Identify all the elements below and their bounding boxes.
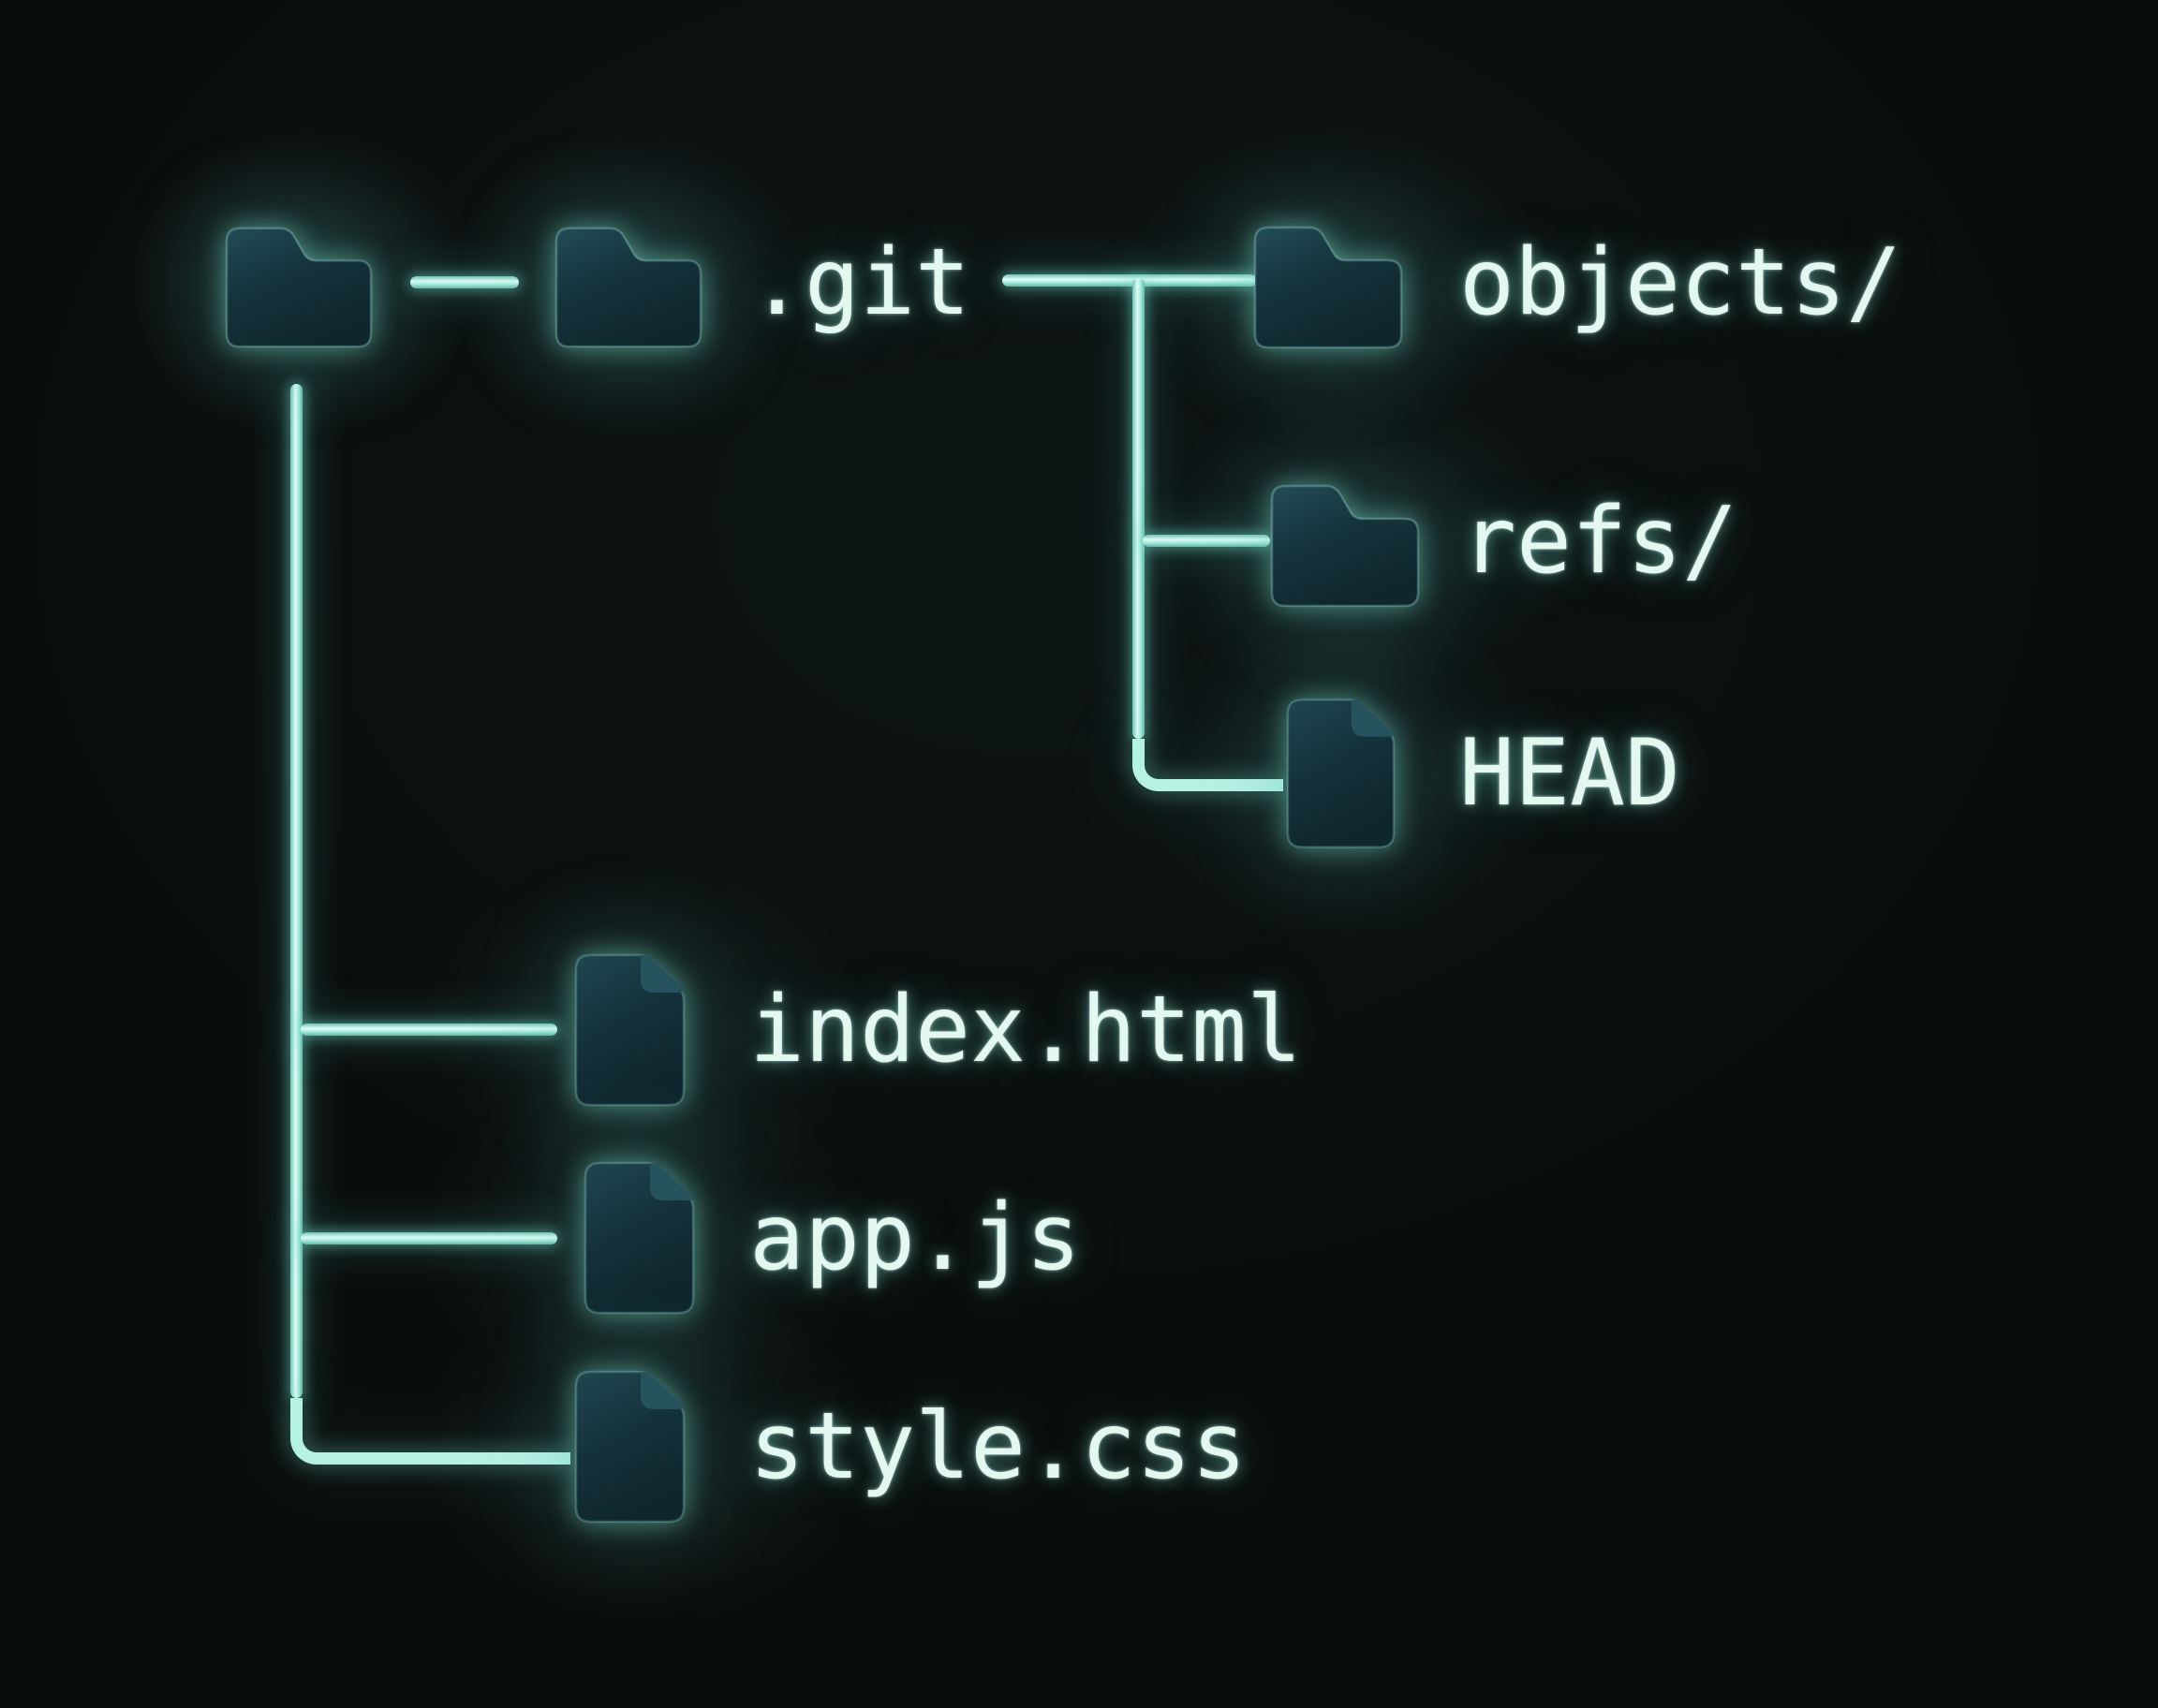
connector-root-to-git [410, 276, 519, 288]
connector-root-to-style-css-elbow [290, 1398, 570, 1465]
app-js-file-icon [583, 1160, 695, 1316]
refs-folder-label: refs/ [1461, 488, 1738, 595]
connector-root-to-app-js [301, 1232, 557, 1244]
objects-folder-label: objects/ [1459, 229, 1902, 336]
index-html-file-label: index.html [749, 977, 1303, 1083]
git-folder-label: .git [749, 229, 971, 336]
style-css-file-icon [573, 1369, 686, 1524]
connector-root-trunk-vertical [290, 384, 303, 1398]
objects-folder-icon [1253, 216, 1403, 349]
connector-git-to-head-elbow [1132, 739, 1283, 791]
app-js-file-label: app.js [749, 1185, 1082, 1291]
index-html-file-icon [573, 952, 686, 1108]
git-folder-icon [554, 216, 702, 349]
style-css-file-label: style.css [749, 1393, 1248, 1500]
connector-git-branch-vertical [1132, 278, 1145, 739]
head-file-label: HEAD [1459, 720, 1681, 827]
connector-git-to-refs [1143, 535, 1270, 547]
root-folder-icon [225, 216, 373, 349]
refs-folder-icon [1270, 475, 1420, 608]
connector-git-to-objects [1002, 274, 1257, 287]
head-file-icon [1285, 696, 1396, 851]
connector-root-to-index-html [301, 1023, 557, 1036]
